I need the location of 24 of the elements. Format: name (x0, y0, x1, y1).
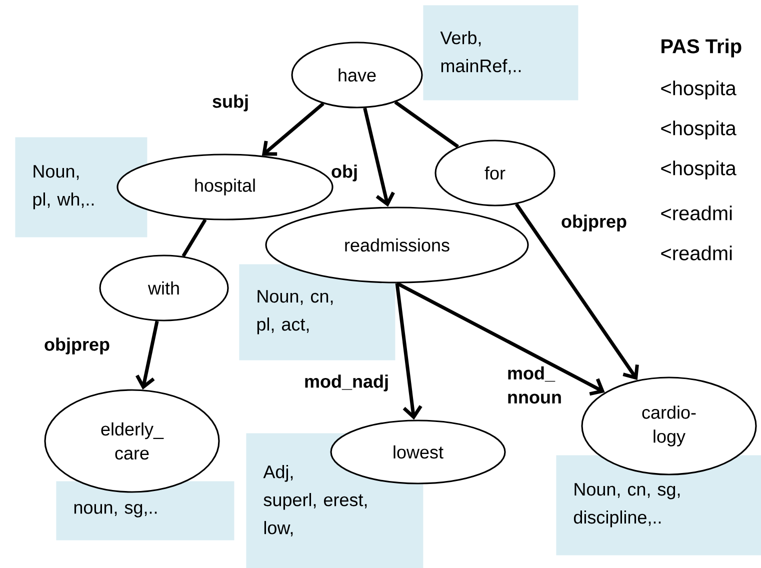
triple-text: <readmi (661, 206, 732, 220)
edge-label: mod_nadj (305, 374, 388, 392)
edge-label: objprep (562, 214, 626, 232)
feature-box: Noun, pl, wh,.. (15, 137, 148, 238)
feature-box: Verb, mainRef,.. (423, 5, 578, 100)
feature-box: noun, sg,.. (56, 481, 234, 540)
edge-label: subj (212, 94, 248, 112)
edge-label: mod_ nnoun (508, 366, 561, 404)
edge-label: objprep (44, 338, 110, 354)
triple-text: <hospita (661, 80, 736, 100)
heading: PAS Trip (662, 38, 742, 58)
triple-text: <hospita (661, 160, 736, 180)
feature-box: Noun, cn, pl, act, (239, 264, 396, 360)
arrow (136, 320, 159, 390)
arrow (514, 203, 639, 380)
edge-label: obj (332, 164, 357, 182)
feature-box: Noun, cn, sg, discipline,.. (556, 455, 761, 556)
arrow (262, 102, 324, 156)
node-label: cardio- logy (642, 406, 696, 446)
arrow (396, 282, 605, 396)
arrow (395, 283, 422, 420)
triple-text: <readmi (661, 246, 732, 260)
triple-text: <hospita (661, 120, 736, 140)
arrow (363, 108, 395, 207)
